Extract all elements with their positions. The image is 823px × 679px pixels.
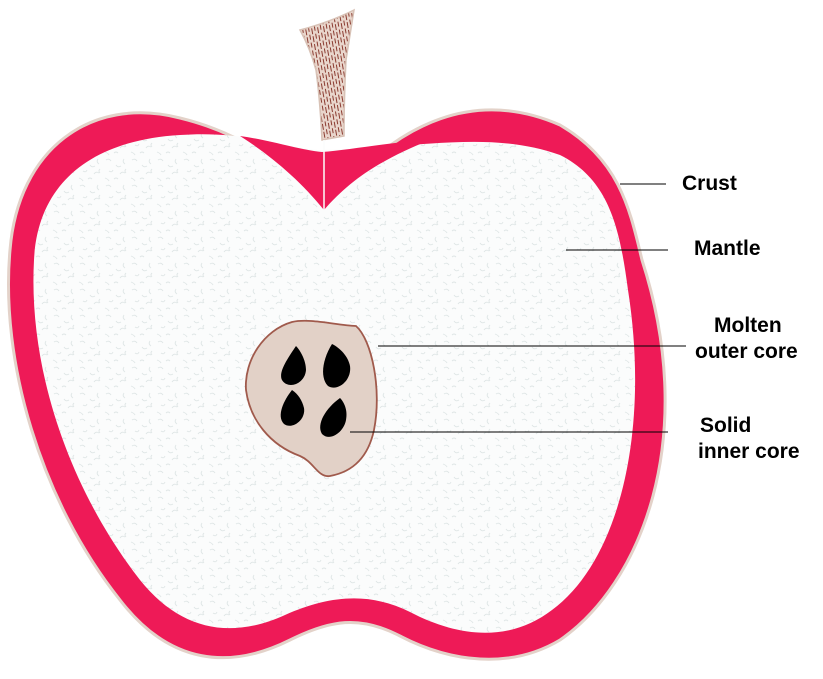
label-inner-core-line1: Solid xyxy=(700,414,751,437)
label-crust: Crust xyxy=(682,172,737,195)
label-outer-core-line1: Molten xyxy=(714,314,782,337)
apple-stem xyxy=(300,10,354,140)
label-outer-core-line2: outer core xyxy=(695,340,798,363)
label-mantle: Mantle xyxy=(694,237,761,260)
label-inner-core-line2: inner core xyxy=(698,440,800,463)
